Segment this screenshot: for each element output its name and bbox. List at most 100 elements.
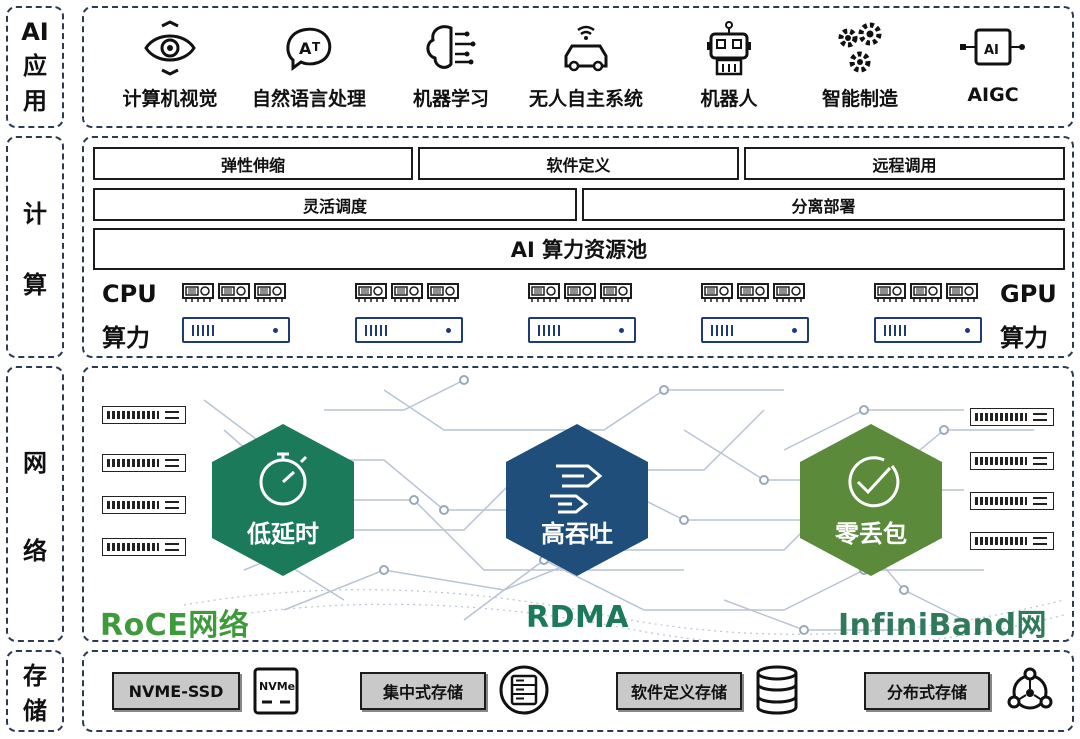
layer-char: 存 [23, 662, 47, 690]
hexagon-shape [800, 424, 942, 576]
gpu-card-icon [737, 283, 769, 302]
app-label: 无人自主系统 [528, 88, 643, 110]
layer-char: 网 [23, 448, 47, 477]
compute-label: 分离部署 [791, 196, 856, 216]
feature-label: 高吞吐 [541, 520, 613, 548]
network-area: 低延时 高吞吐 零丢包 RoCE网络 RDMA InfiniBand网络 [84, 370, 1074, 640]
compute-remote-call: 远程调用 [744, 147, 1065, 180]
gpu-card-icon [528, 283, 560, 302]
gpu-card-icon [355, 283, 387, 302]
svg-text:AI: AI [984, 43, 999, 58]
storage-software-defined: 软件定义存储 [616, 672, 742, 710]
storage-label: 软件定义存储 [630, 683, 727, 702]
network-switch [970, 532, 1054, 550]
storage-distributed: 分布式存储 [864, 672, 990, 710]
layer-box-compute [6, 136, 64, 358]
storage-label: 集中式存储 [382, 683, 463, 702]
storage-centralized: 集中式存储 [360, 672, 486, 710]
gpu-card-icon [701, 283, 733, 302]
server-unit [701, 317, 809, 343]
ai-compute-pool: AI 算力资源池 [93, 228, 1065, 270]
app-robot: 机器人 [654, 20, 804, 111]
network-switch [102, 406, 186, 424]
svg-text:NVMe: NVMe [259, 680, 295, 693]
network-switch [102, 538, 186, 556]
app-label: 机器学习 [412, 88, 489, 110]
layer-label-storage: 存 储 [6, 650, 64, 732]
check-circle-icon [848, 456, 900, 508]
server-unit [528, 317, 636, 343]
gears-icon [838, 22, 882, 73]
compute-elastic-scaling: 弹性伸缩 [93, 147, 413, 180]
app-label: 机器人 [700, 88, 758, 110]
compute-separate-deployment: 分离部署 [582, 188, 1065, 221]
layer-char: 用 [23, 87, 47, 115]
layer-box-network [6, 366, 64, 642]
robot-icon [707, 21, 751, 76]
nvme-icon: NVMe [253, 667, 299, 715]
gpu-card-icon [946, 283, 978, 302]
gpu-card-icon [182, 283, 214, 302]
network-switch [102, 454, 186, 472]
gpu-card-icon [874, 283, 906, 302]
layer-box-storage [6, 650, 64, 732]
stopwatch-icon [259, 452, 308, 506]
pool-label: AI 算力资源池 [510, 238, 648, 262]
svg-text:T: T [312, 40, 321, 54]
feature-label: 低延时 [247, 520, 319, 548]
network-switch [970, 408, 1054, 426]
layer-char: 计 [23, 200, 47, 228]
compute-panel [82, 136, 1074, 358]
server-unit [182, 317, 290, 343]
database-icon [756, 665, 798, 715]
compute-label: 软件定义 [546, 155, 611, 175]
storage-label: NVME-SSD [128, 681, 224, 701]
app-aigc: AI AIGC [918, 20, 1068, 106]
layer-box-ai [6, 6, 64, 128]
compute-label: 灵活调度 [302, 196, 367, 216]
layer-char: 络 [23, 536, 47, 565]
compute-flexible-scheduling: 灵活调度 [93, 188, 577, 221]
ai-chip-icon: AI [960, 28, 1025, 66]
hexagon-shape [212, 424, 354, 576]
network-switch [970, 452, 1054, 470]
gpu-card-icon [427, 283, 459, 302]
gpu-card-icon [773, 283, 805, 302]
app-computer-vision: 计算机视觉 [95, 20, 245, 111]
compute-software-defined: 软件定义 [418, 147, 739, 180]
brain-circuit-icon [426, 25, 476, 69]
gpu-card-icon [391, 283, 423, 302]
ai-app-panel [82, 6, 1074, 128]
feature-label: 零丢包 [835, 520, 907, 548]
speech-bubble-icon: A T [286, 27, 332, 71]
app-label: 智能制造 [821, 88, 898, 110]
layer-label-ai: AI 应 用 [6, 6, 64, 128]
app-label: 自然语言处理 [251, 88, 366, 110]
rdma-label: RDMA [526, 600, 630, 635]
app-smart-manufacturing: 智能制造 [785, 20, 935, 111]
distributed-icon [1007, 667, 1053, 710]
server-unit [355, 317, 463, 343]
feature-zero-packet-loss: 零丢包 [796, 420, 946, 580]
network-panel [82, 366, 1074, 642]
app-machine-learning: 机器学习 [376, 20, 526, 111]
layer-char: 算 [23, 271, 47, 299]
gpu-power-label: 算力 [1000, 324, 1048, 352]
compute-label: 弹性伸缩 [220, 155, 285, 175]
server-unit [874, 317, 982, 343]
gpu-card-icon [218, 283, 250, 302]
gpu-label: GPU [1000, 280, 1057, 308]
compute-label: 远程调用 [872, 155, 937, 175]
gpu-card-icon [254, 283, 286, 302]
storage-label: 分布式存储 [886, 683, 967, 702]
hexagon-shape [506, 424, 648, 576]
app-nlp: A T 自然语言处理 [234, 20, 384, 111]
eye-icon [144, 20, 196, 76]
layer-char: 应 [23, 52, 47, 80]
network-switch [970, 492, 1054, 510]
cpu-label: CPU [102, 280, 157, 308]
network-switch [102, 496, 186, 514]
feature-high-throughput: 高吞吐 [502, 420, 652, 580]
layer-label-compute: 计 算 [6, 136, 64, 358]
server-circle-icon [499, 665, 549, 715]
